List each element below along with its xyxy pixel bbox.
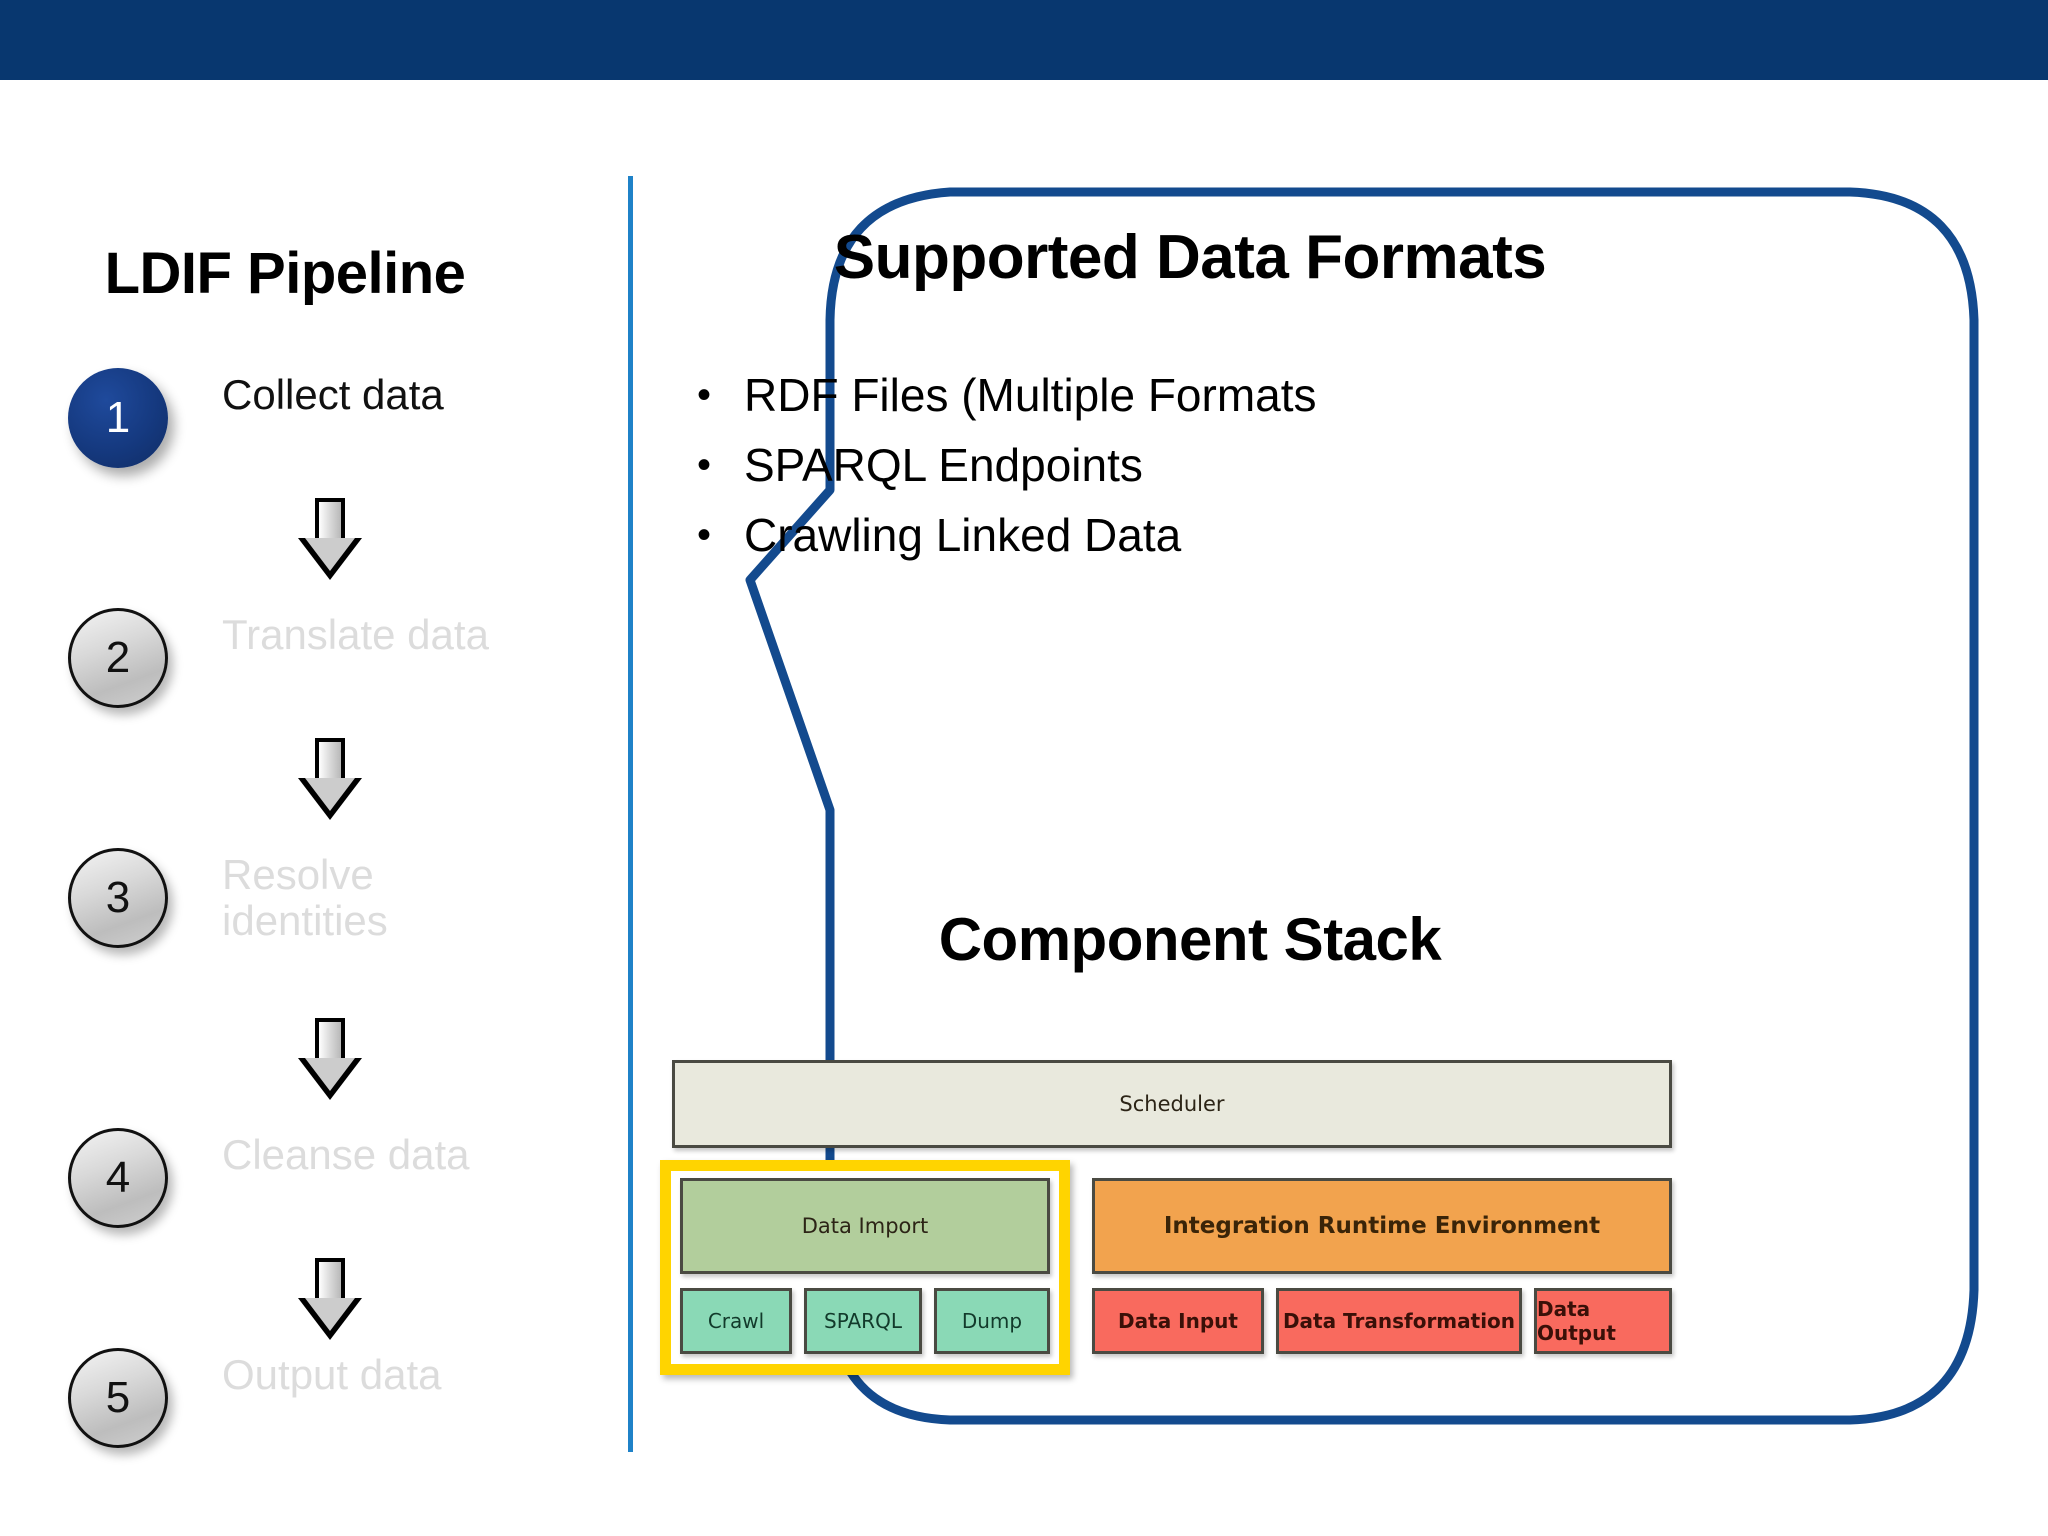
step-number-5: 5 (105, 1373, 131, 1422)
step-label-1: Collect data (222, 371, 444, 418)
list-item-label: Crawling Linked Data (744, 509, 1182, 561)
component-stack-diagram: Scheduler Data Import Integration Runtim… (660, 1060, 1672, 1380)
bullet-dot-icon: • (696, 373, 711, 417)
list-item: • SPARQL Endpoints (664, 435, 1764, 505)
step-number-2: 2 (105, 633, 131, 682)
stack-box-sparql: SPARQL (804, 1288, 922, 1354)
pipeline-step-1[interactable]: 1 Collect data (0, 368, 570, 478)
step-label-5: Output data (222, 1351, 442, 1398)
stack-box-scheduler: Scheduler (672, 1060, 1672, 1148)
down-arrow-icon-1 (298, 498, 362, 580)
pipeline-step-5[interactable]: 5 Output data (0, 1348, 570, 1458)
pipeline-step-3[interactable]: 3 Resolve identities (0, 848, 570, 958)
bullet-dot-icon: • (696, 443, 711, 487)
stack-box-data-input: Data Input (1092, 1288, 1264, 1354)
list-item: • RDF Files (Multiple Formats (664, 365, 1764, 435)
stack-box-data-output: Data Output (1534, 1288, 1672, 1354)
stack-box-integration-runtime-environment: Integration Runtime Environment (1092, 1178, 1672, 1274)
callout-bubble: Supported Data Formats • RDF Files (Mult… (650, 160, 2010, 1460)
page-title: LDIF Pipeline (104, 241, 466, 306)
supported-formats-list: • RDF Files (Multiple Formats • SPARQL E… (664, 365, 1764, 575)
step-label-3: Resolve identities (222, 851, 388, 945)
stack-box-data-transformation: Data Transformation (1276, 1288, 1522, 1354)
step-number-badge-1[interactable]: 1 (68, 368, 168, 468)
ldif-pipeline-panel: LDIF Pipeline 1 Collect data 2 Translate… (0, 80, 628, 1536)
step-number-4: 4 (105, 1153, 131, 1202)
step-number-badge-4[interactable]: 4 (68, 1128, 168, 1228)
stack-box-data-import: Data Import (680, 1178, 1050, 1274)
list-item: • Crawling Linked Data (664, 505, 1764, 575)
list-item-label: RDF Files (Multiple Formats (744, 369, 1317, 421)
supported-data-formats-title: Supported Data Formats (833, 223, 1547, 292)
header-bar (0, 0, 2048, 80)
list-item-label: SPARQL Endpoints (744, 439, 1143, 491)
step-label-4: Cleanse data (222, 1131, 470, 1178)
down-arrow-icon-2 (298, 738, 362, 820)
pipeline-step-2[interactable]: 2 Translate data (0, 608, 570, 718)
vertical-divider (628, 176, 633, 1452)
pipeline-step-4[interactable]: 4 Cleanse data (0, 1128, 570, 1238)
component-stack-title: Component Stack (938, 906, 1442, 973)
stack-box-crawl: Crawl (680, 1288, 792, 1354)
stack-box-dump: Dump (934, 1288, 1050, 1354)
step-number-badge-5[interactable]: 5 (68, 1348, 168, 1448)
down-arrow-icon-4 (298, 1258, 362, 1340)
step-number-badge-2[interactable]: 2 (68, 608, 168, 708)
bullet-dot-icon: • (696, 513, 711, 557)
down-arrow-icon-3 (298, 1018, 362, 1100)
step-label-2: Translate data (222, 611, 489, 658)
step-number-3: 3 (105, 873, 131, 922)
step-number-1: 1 (105, 393, 131, 442)
step-number-badge-3[interactable]: 3 (68, 848, 168, 948)
